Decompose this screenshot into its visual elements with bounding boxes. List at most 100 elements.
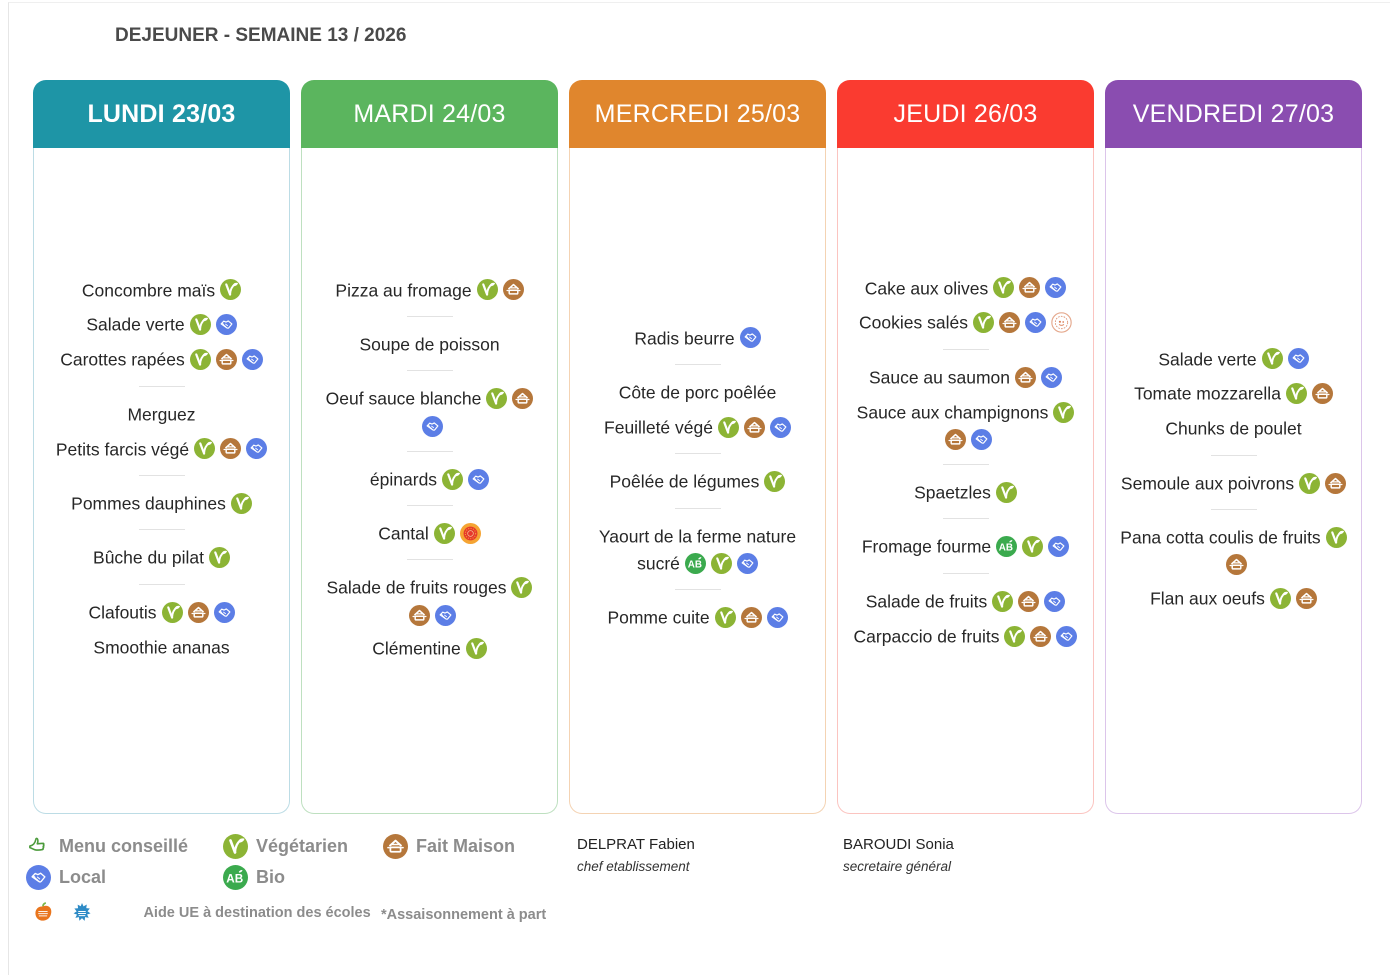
menu-item-label: Spaetzles: [914, 482, 991, 503]
menu-item-label: Cake aux olives: [864, 277, 989, 298]
vegetarian-icon: [710, 552, 732, 574]
fait-maison-icon: [1015, 366, 1037, 388]
vegetarian-icon: [161, 601, 183, 623]
group-divider: [1210, 509, 1257, 510]
fait-maison-icon: [383, 834, 408, 859]
group-divider: [942, 464, 989, 465]
menu-item-label: Cookies salés: [859, 312, 968, 333]
menu-item: Salade verte: [1119, 345, 1348, 372]
menu-item: Oeuf sauce blanche: [315, 384, 544, 437]
vegetarian-icon: [972, 312, 994, 334]
group-divider: [138, 529, 185, 531]
day-header-jeudi: JEUDI 26/03: [837, 80, 1094, 148]
legend-entry-vegetarian: Végétarien: [223, 834, 383, 859]
vegetarian-icon: [486, 388, 508, 410]
menu-item: Pizza au fromage: [315, 276, 544, 303]
menu-item: Cake aux olives: [851, 274, 1080, 301]
vegetarian-icon: [1285, 383, 1307, 405]
fait-maison-icon: [740, 607, 762, 629]
bio-icon: AB: [996, 536, 1018, 558]
local-icon: [26, 865, 51, 890]
group-divider: [406, 315, 453, 317]
fait-maison-icon: [944, 428, 966, 450]
menu-item: Poêlée de légumes: [583, 467, 812, 494]
group-divider: [674, 589, 721, 591]
menu-item: Pommes dauphines: [47, 489, 276, 516]
menu-item-label: Poêlée de légumes: [609, 471, 760, 492]
group-divider: [942, 348, 989, 350]
signature-name: BAROUDI Sonia: [843, 836, 954, 853]
menu-item-label: Merguez: [127, 404, 196, 424]
vegetarian-icon: [1004, 625, 1026, 647]
menu-item: Salade verte: [47, 310, 276, 337]
menu-item-label: Salade de fruits: [865, 591, 988, 612]
signature-secretary: BAROUDI Sonia secretaire général: [843, 836, 954, 874]
local-icon: [1044, 590, 1066, 612]
menu-item: Sauce au saumon: [851, 363, 1080, 390]
local-icon: [434, 604, 456, 626]
local-icon: [1024, 312, 1046, 334]
local-icon: [215, 314, 237, 336]
local-icon: [468, 468, 490, 490]
local-icon: [739, 327, 761, 349]
local-icon: [736, 552, 758, 574]
fait-maison-icon: [743, 416, 765, 438]
vegetarian-icon: [995, 481, 1017, 503]
menu-item-label: Clémentine: [372, 638, 461, 659]
menu-item: Pana cotta coulis de fruits: [1119, 523, 1348, 576]
local-icon: [213, 601, 235, 623]
page-title: DEJEUNER - SEMAINE 13 / 2026: [115, 24, 407, 46]
menu-item-label: Salade verte: [86, 314, 185, 335]
vegetarian-icon: [511, 577, 533, 599]
menu-item: Petits farcis végé: [47, 435, 276, 462]
vegetarian-icon: [1261, 348, 1283, 370]
legend-entry-fait-maison: Fait Maison: [383, 834, 515, 859]
group-divider: [138, 385, 185, 387]
menu-item-label: Salade verte: [1158, 348, 1257, 369]
menu-item: Cookies salés: [851, 308, 1080, 335]
legend-label: Fait Maison: [416, 836, 516, 856]
local-icon: [1048, 536, 1070, 558]
vegetarian-icon: [189, 349, 211, 371]
menu-item: Merguez: [47, 400, 276, 427]
menu-item-label: Oeuf sauce blanche: [325, 388, 482, 409]
fait-maison-icon: [408, 604, 430, 626]
menu-item: Flan aux oeufs: [1119, 584, 1348, 611]
local-icon: [970, 428, 992, 450]
group-divider: [138, 583, 185, 585]
vegetarian-icon: [433, 522, 455, 544]
eu-aid-label: Aide UE à destination des écoles: [143, 905, 371, 922]
menu-item-label: Clafoutis: [88, 602, 157, 622]
menu-item: Pomme cuite: [583, 603, 812, 630]
menu-item-label: Carpaccio de fruits: [853, 626, 1000, 646]
svg-text:AB: AB: [688, 559, 702, 570]
menu-item: Carpaccio de fruits: [851, 622, 1080, 649]
signature-chef: DELPRAT Fabien chef etablissement: [577, 836, 695, 874]
menu-item-label: Soupe de poisson: [359, 334, 500, 355]
menu-item: Tomate mozzarella: [1119, 379, 1348, 406]
group-divider: [406, 370, 453, 372]
legend-label: Local: [59, 867, 107, 887]
menu-item-label: Pizza au fromage: [335, 279, 472, 300]
menu-item: Bûche du pilat: [47, 543, 276, 570]
bio-icon: AB: [684, 552, 706, 574]
group-divider: [942, 572, 989, 574]
vegetarian-icon: [220, 279, 242, 301]
vegetarian-icon: [1299, 472, 1321, 494]
fait-maison-icon: [512, 388, 534, 410]
eu-milk-icon: [70, 901, 94, 925]
fait-maison-icon: [502, 279, 524, 301]
menu-item: Radis beurre: [583, 324, 812, 351]
local-icon: [1041, 366, 1063, 388]
menu-item-label: Semoule aux poivrons: [1120, 473, 1295, 493]
legend-row-3: Aide UE à destination des écoles *Assais…: [26, 901, 586, 931]
vegetarian-icon: [476, 279, 498, 301]
